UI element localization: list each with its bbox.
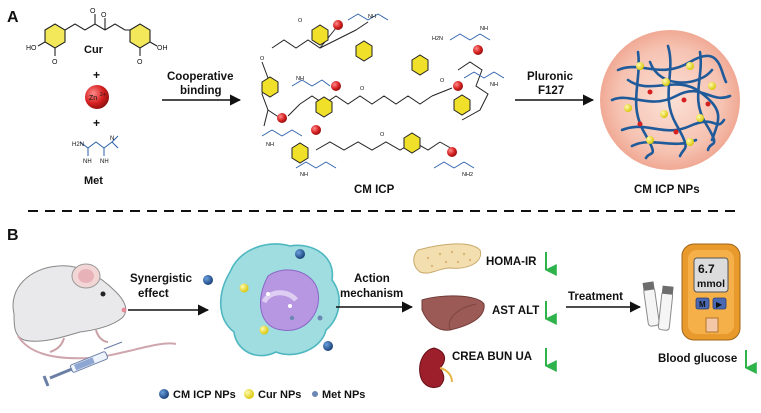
- cooperative-label: Cooperative: [167, 71, 233, 83]
- cell-cur-np-2: [259, 325, 269, 335]
- cell-cur-np-1: [239, 283, 249, 293]
- zinc-ion-ball: [85, 85, 109, 109]
- metformin-structure: [79, 135, 119, 156]
- meter-value: 6.7: [698, 262, 715, 276]
- svg-text:NH: NH: [296, 76, 304, 82]
- legend-label-cur: Cur NPs: [258, 389, 301, 401]
- svg-text:NH: NH: [300, 172, 308, 178]
- cur-o-label-4: O: [137, 59, 143, 66]
- nanoparticle-zn-dots: [637, 89, 711, 135]
- legend-label-icp: CM ICP NPs: [173, 389, 236, 401]
- icp-zinc-nodes: [277, 20, 483, 157]
- svg-text:NH: NH: [480, 26, 488, 32]
- icp-oxygen-labels: O O O O O: [260, 18, 445, 138]
- mouse-illustration: [12, 263, 177, 360]
- svg-text:H2N: H2N: [432, 36, 443, 42]
- homa-ir-label: HOMA-IR: [486, 256, 537, 268]
- f127-label: F127: [538, 85, 564, 97]
- svg-text:O: O: [260, 56, 265, 62]
- mechanism-label: mechanism: [340, 288, 403, 300]
- zn-ball-label: Zn: [89, 95, 97, 102]
- crea-bun-ua-label: CREA BUN UA: [452, 351, 532, 363]
- synergistic-label: Synergistic: [130, 273, 193, 285]
- met-n-label: N: [110, 136, 114, 142]
- legend-marker-met: [312, 391, 318, 397]
- cur-oh-label: OH: [157, 45, 168, 52]
- nanoparticle-cur-dots: [624, 62, 716, 146]
- svg-text:NH: NH: [490, 82, 498, 88]
- cm-icp-label: CM ICP: [354, 184, 395, 196]
- legend: CM ICP NPs Cur NPs Met NPs: [159, 389, 365, 401]
- svg-text:O: O: [360, 86, 365, 92]
- cur-o-label-2: O: [101, 12, 107, 19]
- ast-alt-label: AST ALT: [492, 305, 539, 317]
- icp-nh-labels: NH NH NH NH NH NH NH2 H2N: [266, 14, 498, 178]
- icp-metformin-ligands: [261, 13, 505, 169]
- svg-text:NH2: NH2: [462, 172, 473, 178]
- panel-a-letter: A: [7, 9, 19, 26]
- liver-icon: [421, 295, 485, 331]
- met-nh-label-1: NH: [83, 159, 92, 165]
- cur-o-label-3: O: [52, 59, 58, 66]
- binding-label: binding: [180, 85, 222, 97]
- met-h2n-label: H2N: [72, 142, 84, 148]
- curcumin-structure: [37, 14, 158, 56]
- cell-icp-np-2: [323, 341, 333, 351]
- meter-unit: mmol: [697, 278, 725, 290]
- cell-met-np-1: [317, 315, 323, 321]
- test-tubes-icon: [642, 281, 674, 331]
- blood-glucose-label: Blood glucose: [658, 353, 737, 365]
- met-nh-label-2: NH: [100, 159, 109, 165]
- pancreas-icon: [413, 243, 482, 274]
- panel-b-letter: B: [7, 227, 19, 244]
- svg-text:NH: NH: [266, 142, 274, 148]
- svg-text:O: O: [298, 18, 303, 24]
- cur-label: Cur: [84, 44, 104, 56]
- svg-text:NH: NH: [368, 14, 376, 20]
- icp-benzene-rings: [261, 24, 471, 164]
- legend-marker-icp: [159, 389, 169, 399]
- plus-sign-1: +: [93, 68, 100, 82]
- svg-text:O: O: [440, 78, 445, 84]
- cur-ho-label: HO: [26, 45, 37, 52]
- kidney-icon: [419, 347, 453, 388]
- legend-marker-cur: [244, 389, 254, 399]
- floating-icp-np-1: [203, 275, 213, 285]
- cm-icp-network: [261, 21, 489, 151]
- svg-text:O: O: [380, 132, 385, 138]
- pluronic-label: Pluronic: [527, 71, 574, 83]
- cell-icp-np-1: [295, 249, 305, 259]
- effect-label: effect: [138, 288, 169, 300]
- cell-illustration: [220, 243, 340, 357]
- treatment-label: Treatment: [568, 291, 623, 303]
- plus-sign-2: +: [93, 116, 100, 130]
- cm-icp-nps-label: CM ICP NPs: [634, 184, 700, 196]
- cur-o-label-1: O: [90, 8, 96, 15]
- action-label: Action: [354, 273, 390, 285]
- zn-ball-charge: 2+: [100, 92, 106, 98]
- glucose-meter: [681, 243, 741, 341]
- syringe-icon: [42, 341, 123, 387]
- meter-button-arrow: ▶: [716, 300, 723, 309]
- legend-label-met: Met NPs: [322, 389, 365, 401]
- meter-button-m: M: [699, 300, 706, 309]
- met-label: Met: [84, 175, 103, 187]
